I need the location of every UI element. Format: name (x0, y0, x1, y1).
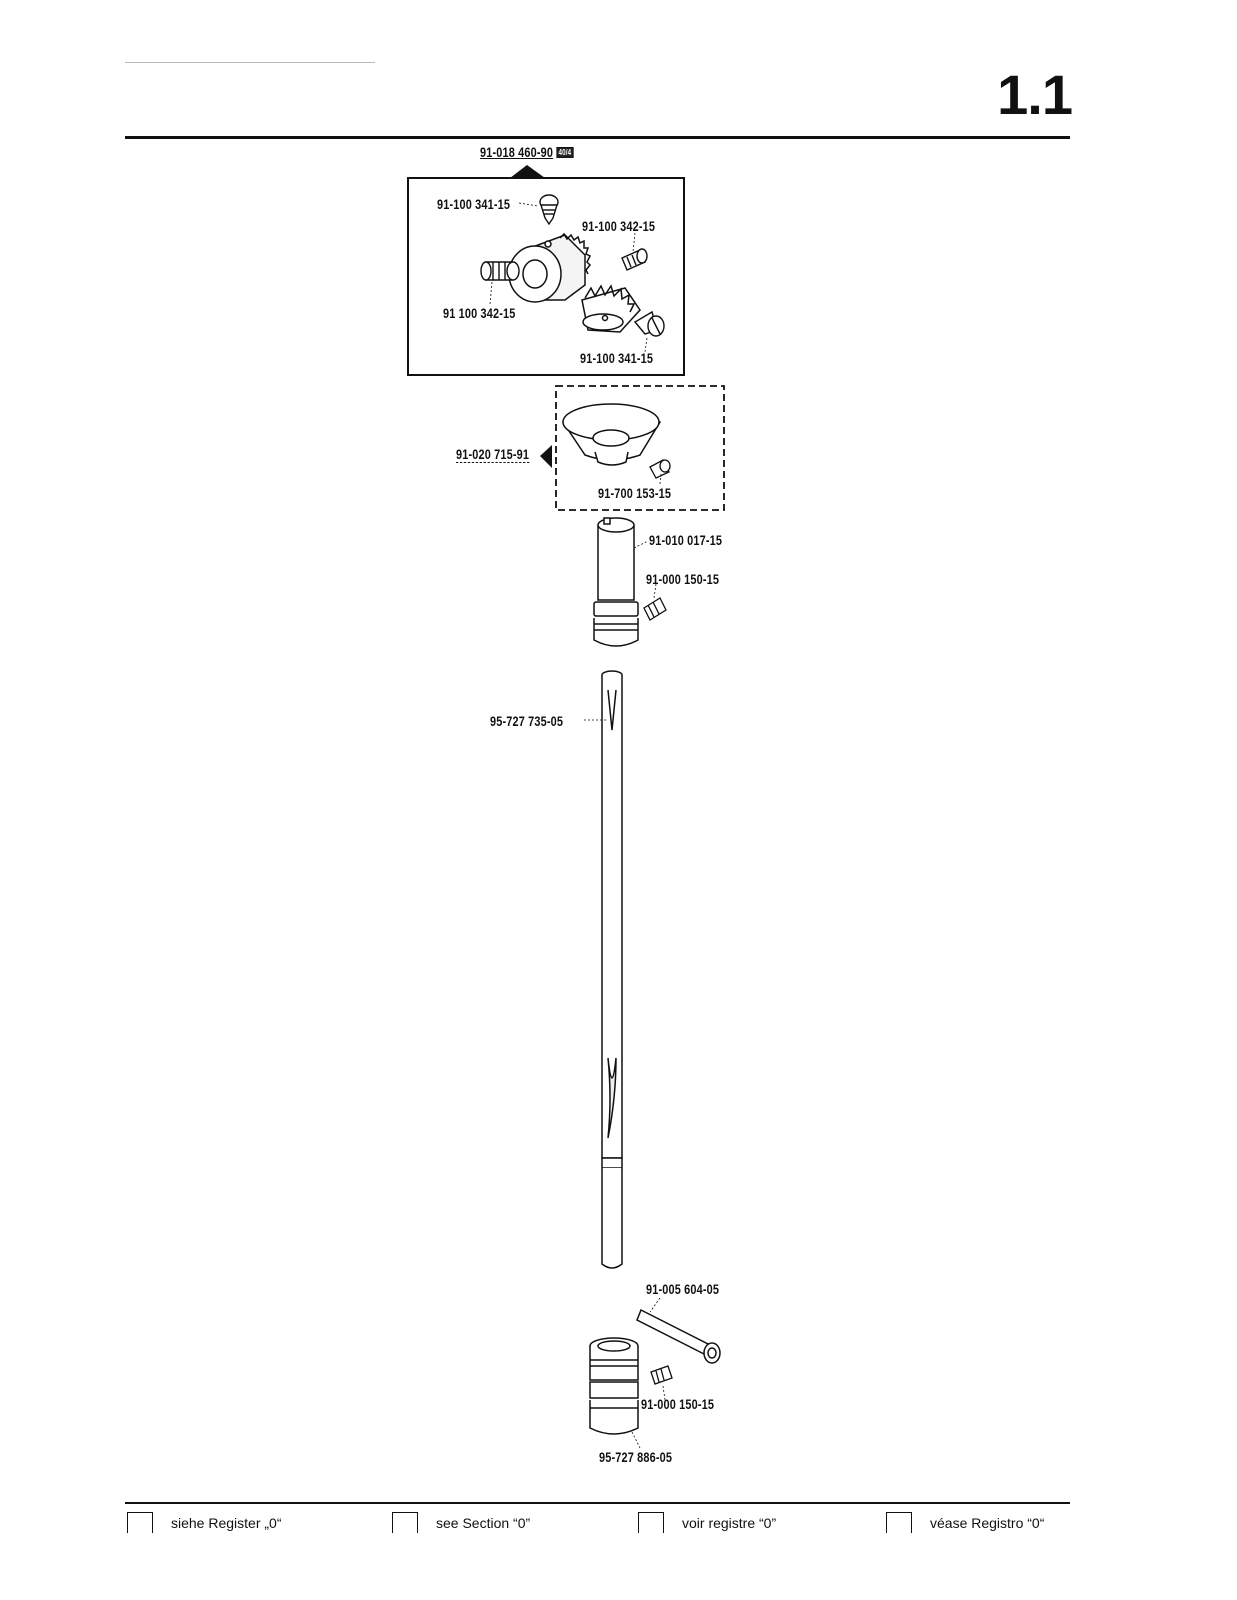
cup-assembly-box (555, 385, 725, 511)
legend-text-es: véase Registro “0“ (930, 1514, 1045, 1531)
header-rule (125, 136, 1070, 139)
header-faint-rule (125, 62, 375, 63)
legend-checkbox-en (392, 1512, 418, 1533)
bevel-gear-icon (581, 284, 641, 333)
screw-341-bottom-icon (633, 310, 665, 337)
upper-setscrew-icon (643, 597, 667, 621)
legend-checkbox-de (127, 1512, 153, 1533)
cup-pointer-triangle (540, 445, 552, 468)
upper-bushing-icon (593, 517, 639, 647)
assembly-badge: 40/4 (556, 147, 574, 158)
label-lower-bushing: 95-727 886-05 (599, 1449, 673, 1465)
shaft-icon (601, 670, 623, 1269)
setscrew-342-right-icon (621, 248, 648, 271)
cup-icon (561, 403, 662, 466)
label-cup-assembly: 91-020 715-91 (456, 446, 530, 463)
legend-item-fr: voir registre “0” (638, 1512, 776, 1533)
label-screw-d: 91-100 341-15 (580, 350, 654, 366)
assembly-part-number-text: 91-018 460-90 (480, 144, 554, 160)
lower-setscrew-icon (650, 1365, 673, 1385)
legend-item-de: siehe Register „0“ (127, 1512, 282, 1533)
legend-checkbox-es (886, 1512, 912, 1533)
legend-checkbox-fr (638, 1512, 664, 1533)
gear-assembly-box (407, 177, 685, 376)
label-shaft: 95-727 735-05 (490, 713, 564, 729)
legend-text-en: see Section “0” (436, 1514, 531, 1531)
label-screw-b: 91-100 342-15 (582, 218, 656, 234)
legend-text-de: siehe Register „0“ (171, 1514, 282, 1531)
lower-bushing-icon (589, 1337, 639, 1435)
screw-341-top-icon (539, 194, 559, 226)
bevel-gear-hub-icon (508, 232, 592, 303)
pin-icon (636, 1308, 721, 1364)
label-upper-setscrew: 91-000 150-15 (646, 571, 720, 587)
footer-rule (125, 1502, 1070, 1504)
label-upper-bushing: 91-010 017-15 (649, 532, 723, 548)
legend-item-en: see Section “0” (392, 1512, 530, 1533)
page-number: 1.1 (997, 63, 1073, 126)
assembly-pointer-triangle (510, 165, 545, 178)
label-pin: 91-005 604-05 (646, 1281, 720, 1297)
leader-lines-top (489, 202, 648, 353)
cup-screw-icon (649, 459, 671, 479)
label-screw-a: 91-100 341-15 (437, 196, 511, 212)
label-cup-screw: 91-700 153-15 (598, 485, 672, 501)
label-lower-setscrew: 91-000 150-15 (641, 1396, 715, 1412)
legend-item-es: véase Registro “0“ (886, 1512, 1044, 1533)
label-screw-c: 91 100 342-15 (443, 305, 516, 321)
setscrew-342-left-icon (480, 261, 520, 281)
legend-text-fr: voir registre “0” (682, 1514, 777, 1531)
